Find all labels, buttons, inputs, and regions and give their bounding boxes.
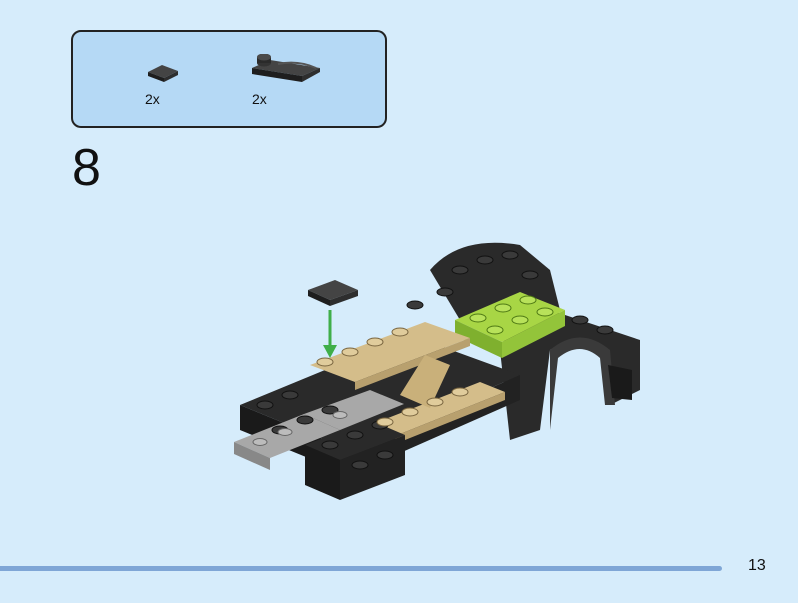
dark-tile-1x1-icon [148, 65, 178, 82]
part-quantity: 2x [252, 91, 267, 107]
vehicle-chassis-assembly-icon [234, 242, 640, 500]
part-curved-slope [250, 54, 322, 86]
model-assembly [220, 230, 650, 515]
page-number: 13 [748, 557, 766, 574]
part-quantity: 2x [145, 91, 160, 107]
part-tile-1x1 [146, 62, 180, 84]
parts-callout-box: 2x 2x [71, 30, 387, 128]
dark-curved-slope-icon [252, 54, 320, 82]
step-number: 8 [72, 139, 101, 197]
footer-divider [0, 566, 722, 571]
